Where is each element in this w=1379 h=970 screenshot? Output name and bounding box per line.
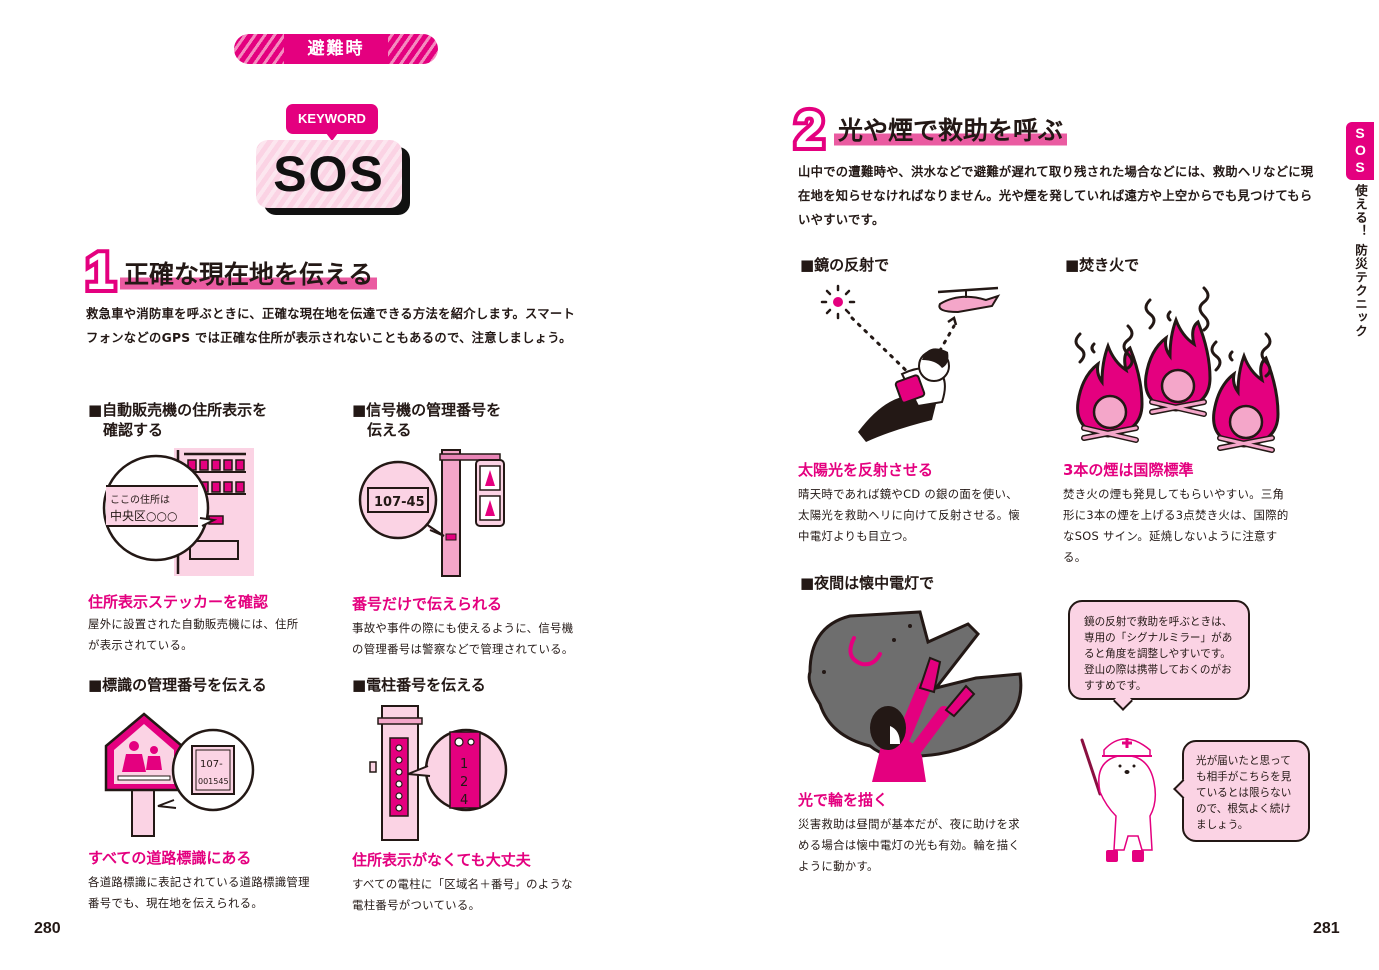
chapter-label: 使える！ 防災テクニック [1353,184,1368,338]
page-number-left: 280 [34,920,61,937]
item-heading-bonfire: ■焚き火で [1065,256,1140,274]
caption-body-flashlight: 災害救助は昼間が基本だが、夜に助けを求める場合は懐中電灯の光も有効。輪を描くよう… [798,817,1021,873]
tip-bubble-persistence: 光が届いたと思っても相手がこちらを見ているとは限らないので、根気よく続けましょう… [1182,740,1310,842]
item-heading-traffic-signal: ■信号機の管理番号を 伝える [352,401,502,439]
section-number-1: 1 [82,242,119,302]
tip-text-mirror: 鏡の反射で救助を呼ぶときは、専用の「シグナルミラー」があると角度を調整しやすいで… [1084,616,1233,692]
caption-title-signal: 番号だけで伝えられる [352,595,503,613]
traffic-signal-illustration: 107-45 [358,446,520,577]
section-lead-1: 救急車や消防車を呼ぶときに、正確な現在地を伝達できる方法を紹介します。スマートフ… [86,307,576,345]
item-heading-vending-machine: ■自動販売機の住所表示を 確認する [88,401,268,439]
pole-number-1: 1 [460,757,468,772]
item-heading-mirror: ■鏡の反射で [800,256,890,274]
caption-title-bonfire: 3本の煙は国際標準 [1063,461,1194,479]
caption-body-vending: 屋外に設置された自動販売機には、住所が表示されている。 [88,617,299,652]
caption-title-mirror: 太陽光を反射させる [798,461,934,479]
sign-number-text-1: 107- [200,759,223,770]
keyword-tag: KEYWORD [286,104,378,141]
utility-pole-illustration: 1 2 4 [366,704,526,841]
road-sign-illustration: 107- 001545 [100,706,260,837]
item-heading-utility-pole: ■電柱番号を伝える [352,676,486,694]
caption-title-flashlight: 光で輪を描く [798,791,889,809]
item-heading-road-sign: ■標識の管理番号を伝える [88,676,267,694]
mirror-reflection-illustration [818,282,1008,452]
category-tab-label: 避難時 [284,34,388,64]
section-title-1: 正確な現在地を伝える [120,258,378,292]
vending-machine-illustration: ここの住所は 中央区○○○ [96,446,256,576]
section-number-2: 2 [791,100,828,160]
tip-text-persistence: 光が届いたと思っても相手がこちらを見ているとは限らないので、根気よく続けましょう… [1196,755,1292,831]
item-heading-flashlight: ■夜間は懐中電灯で [800,574,935,592]
side-tab: SOS [1346,122,1374,180]
section-title-2: 光や煙で救助を呼ぶ [834,114,1068,148]
mascot-dog-illustration [1074,726,1174,866]
keyword-box: SOS [256,140,402,208]
sign-number-text-2: 001545 [198,777,229,786]
caption-body-bonfire: 焚き火の煙も発見してもらいやすい。三角形に3本の煙を上げる3点焚き火は、国際的な… [1063,487,1289,564]
signal-number-text: 107-45 [374,495,425,510]
category-tab: 避難時 [234,34,438,64]
pole-number-2: 2 [460,775,468,790]
caption-title-utility-pole: 住所表示がなくても大丈夫 [352,851,531,869]
caption-title-vending: 住所表示ステッカーを確認 [88,593,269,611]
vending-sticker-text-2: 中央区○○○ [110,508,177,523]
side-tab-label: SOS [1355,125,1366,175]
caption-body-road-sign: 各道路標識に表記されている道路標識管理番号でも、現在地を伝えられる。 [88,875,310,910]
vending-sticker-text-1: ここの住所は [110,493,170,506]
caption-body-utility-pole: すべての電柱に「区域名＋番号」のような電柱番号がついている。 [352,877,573,912]
caption-body-signal: 事故や事件の際にも使えるように、信号機の管理番号は警察などで管理されている。 [352,621,574,656]
caption-title-road-sign: すべての道路標識にある [88,849,252,867]
page-number-right: 281 [1313,920,1340,937]
caption-body-mirror: 晴天時であれば鏡やCD の銀の面を使い、太陽光を救助ヘリに向けて反射させる。懐中… [798,487,1021,543]
tip-bubble-mirror: 鏡の反射で救助を呼ぶときは、専用の「シグナルミラー」があると角度を調整しやすいで… [1068,600,1250,700]
section-lead-2: 山中での遭難時や、洪水などで避難が遅れて取り残された場合などには、救助ヘリなどに… [798,165,1314,227]
pole-number-3: 4 [460,793,468,808]
bonfire-illustration [1066,282,1286,452]
flashlight-illustration [800,602,1030,782]
